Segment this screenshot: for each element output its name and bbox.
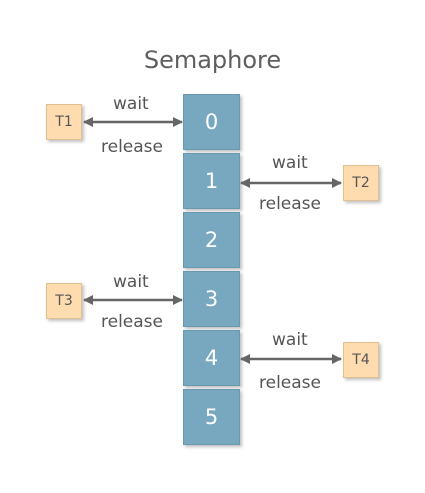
t3-release-label: release <box>101 312 163 332</box>
semaphore-slot-5: 5 <box>183 389 240 445</box>
t1-release-label: release <box>101 137 163 157</box>
semaphore-slot-2: 2 <box>183 212 240 268</box>
semaphore-slot-4: 4 <box>183 330 240 386</box>
diagram-title: Semaphore <box>143 46 282 74</box>
thread-t3: T3 <box>46 283 82 319</box>
t4-release-label: release <box>259 373 321 393</box>
t4-wait-label: wait <box>272 330 308 350</box>
thread-t2: T2 <box>343 165 379 201</box>
t1-wait-label: wait <box>113 94 149 114</box>
t2-release-label: release <box>259 194 321 214</box>
semaphore-slot-0: 0 <box>183 94 240 150</box>
thread-t4: T4 <box>343 342 379 378</box>
semaphore-slot-3: 3 <box>183 271 240 327</box>
t3-wait-label: wait <box>113 272 149 292</box>
t2-wait-label: wait <box>272 153 308 173</box>
semaphore-slot-1: 1 <box>183 153 240 209</box>
thread-t1: T1 <box>46 104 82 140</box>
